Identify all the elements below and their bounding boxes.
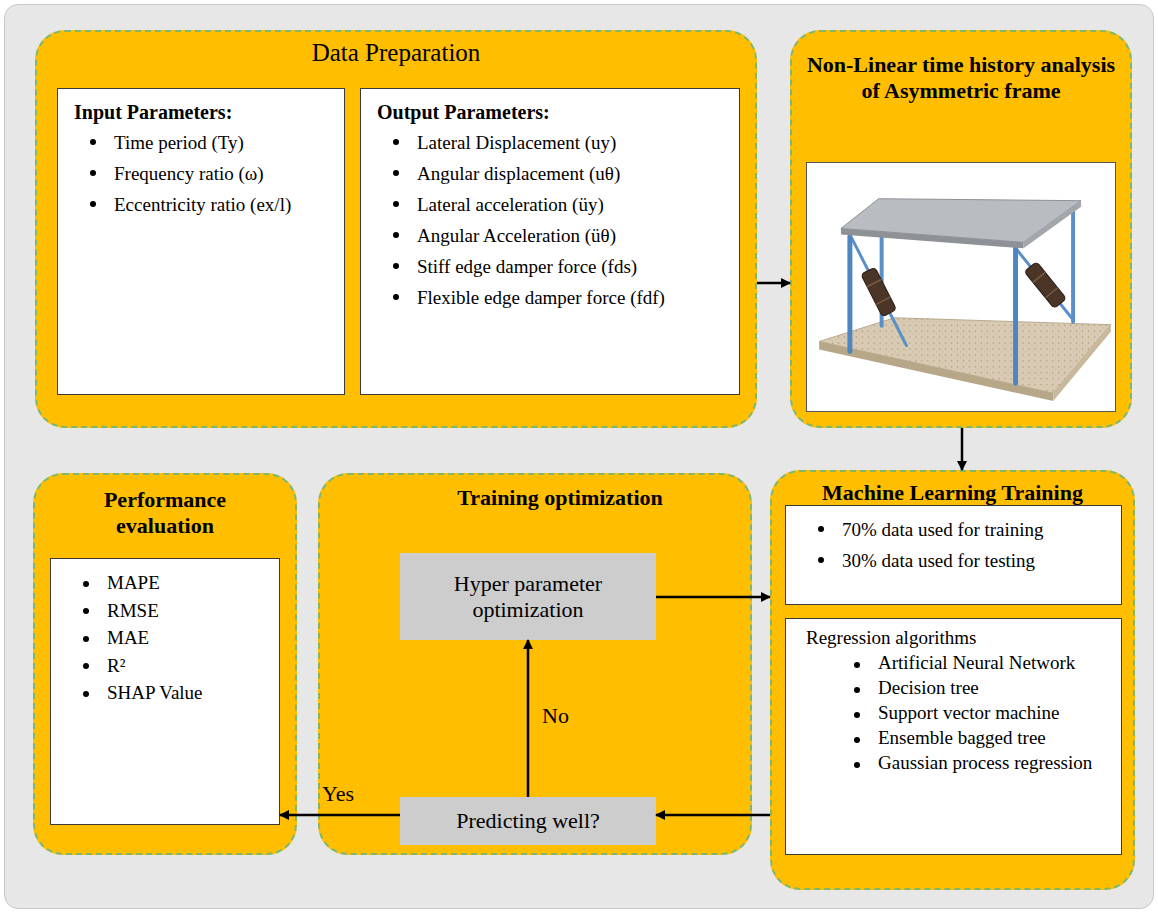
heading-text: Performance evaluation bbox=[75, 487, 255, 539]
list-item: Eccentricity ratio (ex/l) bbox=[114, 189, 336, 220]
stage-panel: Training optimizationHyper parameter opt… bbox=[318, 473, 752, 855]
heading-text: Non-Linear time history analysis of Asym… bbox=[802, 52, 1120, 104]
list-item: Lateral Displacement (uy) bbox=[417, 127, 731, 158]
heading-text: Data Preparation bbox=[37, 32, 755, 67]
edge-label: No bbox=[542, 703, 569, 729]
heading-text: Hyper parameter optimization bbox=[400, 571, 656, 623]
info-box: 70% data used for training30% data used … bbox=[785, 505, 1122, 605]
stage-panel: Data PreparationInput Parameters:Time pe… bbox=[35, 30, 757, 428]
metric-box: MAPERMSEMAER²SHAP Value bbox=[50, 558, 280, 825]
flow-arrow bbox=[656, 814, 770, 817]
flow-arrow bbox=[757, 282, 790, 285]
heading-text: Predicting well? bbox=[446, 808, 610, 834]
list-item: MAPE bbox=[107, 569, 271, 597]
list-item: Support vector machine bbox=[878, 700, 1113, 725]
list-item: Lateral acceleration (üy) bbox=[417, 189, 731, 220]
list-item: Ensemble bagged tree bbox=[878, 725, 1113, 750]
flow-arrow bbox=[961, 428, 964, 470]
list-item: Artificial Neural Network bbox=[878, 650, 1113, 675]
stage-panel: Non-Linear time history analysis of Asym… bbox=[790, 30, 1132, 428]
list-item: SHAP Value bbox=[107, 679, 271, 707]
list-item: 30% data used for testing bbox=[842, 545, 1113, 576]
heading-text: Training optimization bbox=[380, 485, 740, 511]
list-item: Gaussian process regression bbox=[878, 750, 1113, 775]
list-item: Angular Acceleration (üθ) bbox=[417, 220, 731, 251]
list-item: Stiff edge damper force (fds) bbox=[417, 251, 731, 282]
heading-text: Output Parameters: bbox=[377, 97, 739, 127]
heading-text: Regression algorithms bbox=[806, 625, 1121, 650]
list-item: Time period (Ty) bbox=[114, 127, 336, 158]
list-item: Decision tree bbox=[878, 675, 1113, 700]
list-item: Frequency ratio (ω) bbox=[114, 158, 336, 189]
list-item: R² bbox=[107, 652, 271, 680]
list-item: RMSE bbox=[107, 597, 271, 625]
flow-arrow bbox=[656, 596, 770, 599]
frame-illustration bbox=[806, 162, 1116, 412]
flow-arrow bbox=[527, 640, 530, 797]
parameter-box: Input Parameters:Time period (Ty)Frequen… bbox=[57, 88, 345, 395]
decision-box: Predicting well? bbox=[400, 797, 656, 845]
heading-text: Input Parameters: bbox=[74, 97, 344, 127]
parameter-box: Output Parameters:Lateral Displacement (… bbox=[360, 88, 740, 395]
list-item: Angular displacement (uθ) bbox=[417, 158, 731, 189]
flow-arrow bbox=[280, 814, 400, 817]
list-item: 70% data used for training bbox=[842, 514, 1113, 545]
heading-text: Machine Learning Training bbox=[782, 480, 1123, 506]
process-box: Hyper parameter optimization bbox=[400, 553, 656, 640]
list-item: Flexible edge damper force (fdf) bbox=[417, 282, 731, 313]
list-item: MAE bbox=[107, 624, 271, 652]
stage-panel: Performance evaluationMAPERMSEMAER²SHAP … bbox=[33, 473, 297, 855]
algorithm-box: Regression algorithmsArtificial Neural N… bbox=[785, 618, 1122, 855]
stage-panel: Machine Learning Training70% data used f… bbox=[770, 470, 1135, 890]
edge-label: Yes bbox=[322, 781, 354, 807]
